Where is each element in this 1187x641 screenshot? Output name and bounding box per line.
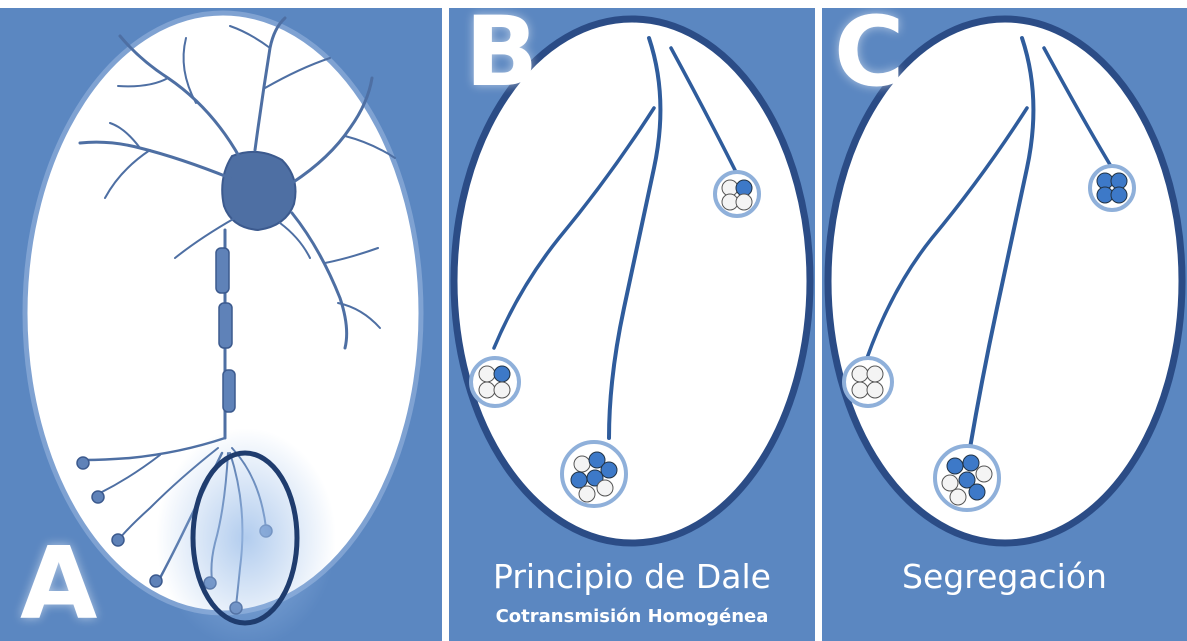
highlight-glow <box>156 428 336 641</box>
vesicle-cluster-icon <box>562 442 626 506</box>
vesicle-cluster-icon <box>935 446 999 510</box>
vesicle-cluster-icon <box>1090 166 1134 210</box>
panel-b-title: Principio de Dale <box>449 557 815 596</box>
vesicle-cluster-icon <box>471 358 519 406</box>
panel-c-title: Segregación <box>822 557 1187 596</box>
panel-b: B Principio de Dale Cotransmisión Homogé… <box>449 8 815 641</box>
vesicle-cluster-icon <box>715 172 759 216</box>
panel-c-letter: C <box>834 8 904 100</box>
panel-a-letter: A <box>20 534 97 634</box>
panel-c: C Segregación <box>822 8 1187 641</box>
panel-b-subtitle: Cotransmisión Homogénea <box>449 606 815 627</box>
panel-a: A <box>0 8 442 641</box>
panel-b-letter: B <box>465 8 538 100</box>
vesicle-cluster-icon <box>844 358 892 406</box>
